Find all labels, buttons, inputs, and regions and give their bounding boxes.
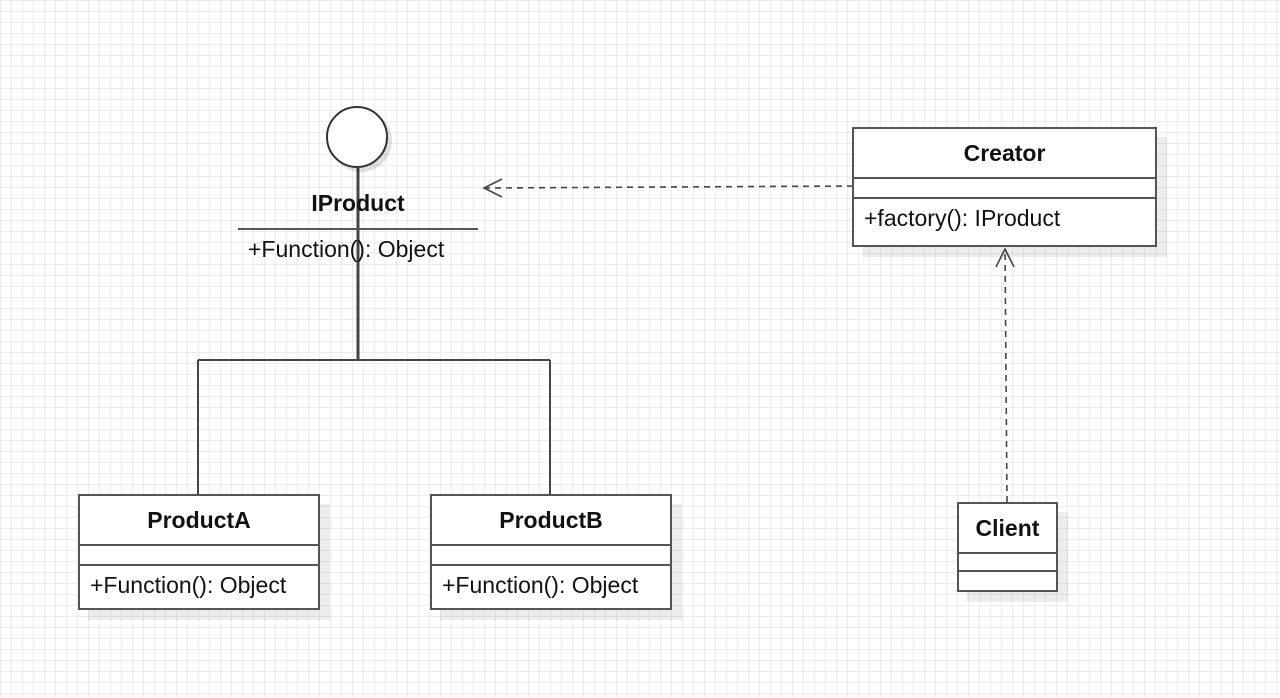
interface-lollipop-icon[interactable]: [326, 106, 388, 168]
class-producta[interactable]: ProductA +Function(): Object: [78, 494, 320, 610]
interface-operation: +Function(): Object: [248, 236, 445, 262]
class-attributes-productb: [432, 546, 670, 566]
class-operation-productb: +Function(): Object: [442, 572, 639, 598]
class-creator[interactable]: Creator +factory(): IProduct: [852, 127, 1157, 247]
class-attributes-client: [959, 554, 1056, 572]
class-productb[interactable]: ProductB +Function(): Object: [430, 494, 672, 610]
dependency-arrowhead-creator: [995, 247, 1015, 268]
class-attributes-creator: [854, 179, 1155, 199]
class-name-productb: ProductB: [432, 496, 670, 546]
class-name-creator: Creator: [854, 129, 1155, 179]
class-operation-producta: +Function(): Object: [90, 572, 287, 598]
dependency-line-client-creator: [1004, 248, 1008, 503]
class-client[interactable]: Client: [957, 502, 1058, 592]
class-name-producta: ProductA: [80, 496, 318, 546]
interface-name-iproduct[interactable]: IProduct: [311, 190, 405, 216]
interface-divider: [238, 228, 478, 230]
dependency-line-creator-iproduct: [483, 185, 854, 189]
class-attributes-producta: [80, 546, 318, 566]
class-operation-creator: +factory(): IProduct: [864, 205, 1061, 231]
class-operations-client: [959, 572, 1056, 588]
dependency-arrowhead-iproduct: [482, 178, 503, 198]
class-name-client: Client: [959, 504, 1056, 554]
